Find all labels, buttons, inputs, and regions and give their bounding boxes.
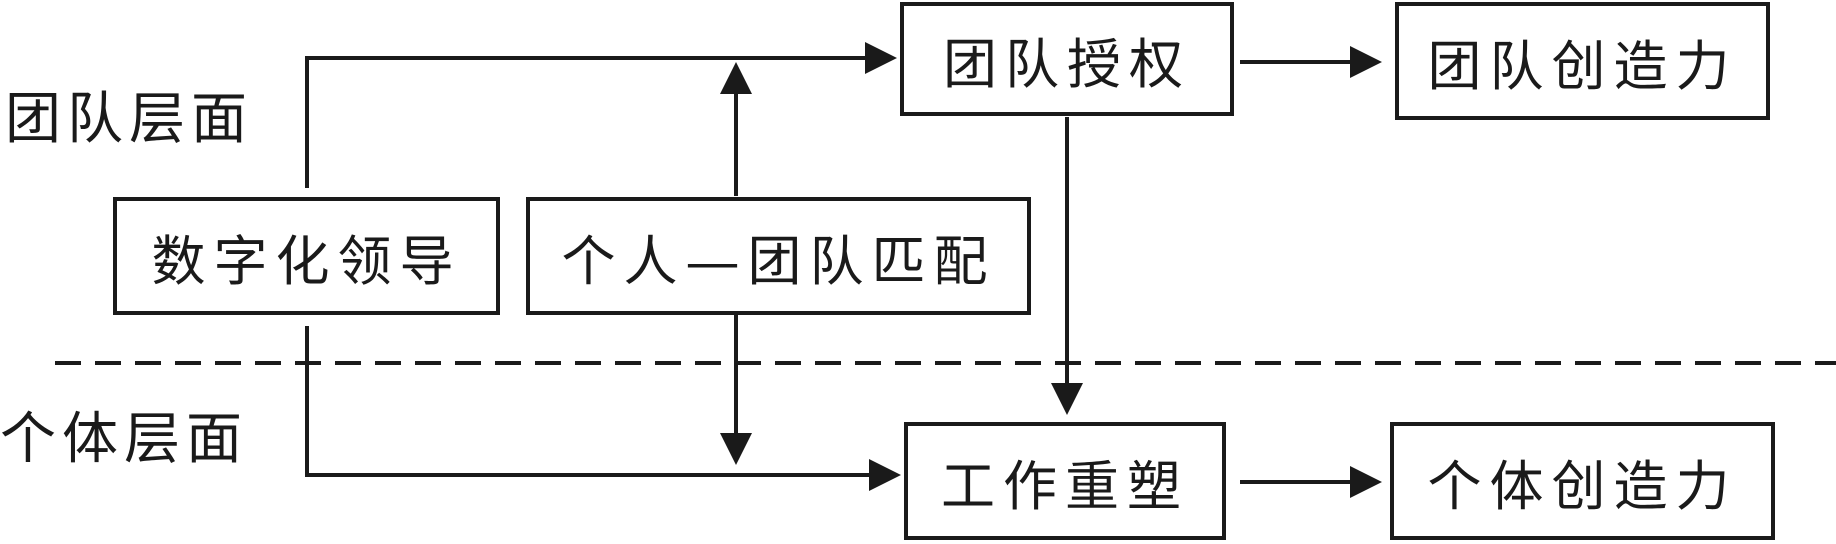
node-person-team-fit: 个人—团队匹配	[526, 197, 1031, 315]
node-team-empowerment: 团队授权	[900, 2, 1234, 116]
node-team-creativity: 团队创造力	[1395, 2, 1770, 120]
team-level-label: 团队层面	[5, 87, 253, 152]
arrow-leadership-to-crafting	[305, 326, 901, 491]
node-job-crafting: 工作重塑	[904, 422, 1226, 540]
individual-level-label: 个体层面	[0, 407, 248, 472]
arrow-leadership-to-empowerment	[305, 42, 897, 188]
node-digital-leadership: 数字化领导	[113, 197, 500, 315]
node-individual-creativity: 个体创造力	[1390, 422, 1775, 540]
